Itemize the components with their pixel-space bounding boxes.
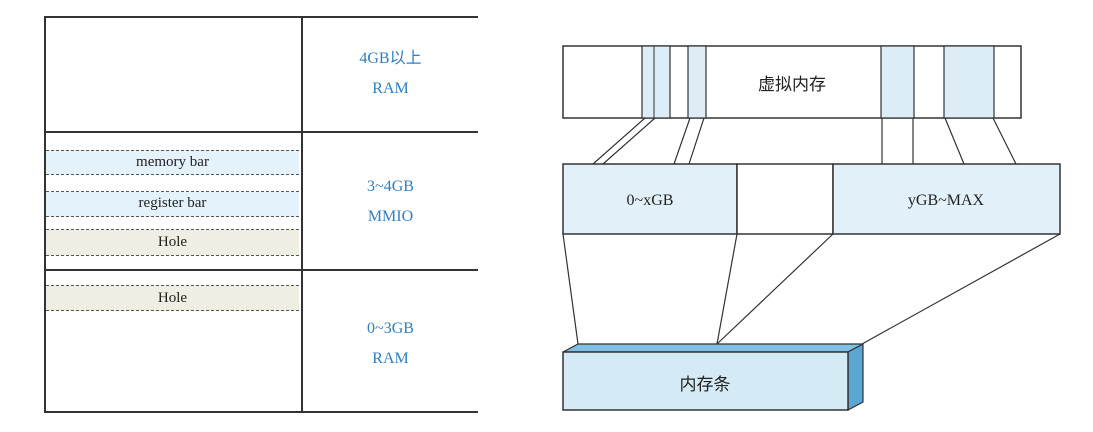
region-type: RAM	[372, 350, 409, 367]
band-spacer	[46, 175, 299, 192]
region-label-high-ram: 4GB以上 RAM	[303, 44, 478, 104]
dram-front-face	[562, 351, 849, 411]
dram-side-face	[847, 343, 864, 411]
region-type: MMIO	[367, 208, 414, 225]
table-top-border	[44, 16, 478, 18]
table-divider-2	[44, 269, 478, 271]
memory-bar-band: memory bar	[46, 150, 299, 175]
high-range-segment	[832, 163, 1061, 235]
region-label-low-ram: 0~3GB RAM	[303, 314, 478, 374]
vm-mapped-segment	[943, 45, 995, 119]
register-bar-band: register bar	[46, 192, 299, 217]
physical-to-dram-lines	[562, 233, 1061, 345]
table-column-divider	[301, 16, 303, 413]
low-range-label: 0~xGB	[627, 192, 674, 209]
region-range: 3~4GB	[367, 178, 414, 195]
vm-mapped-segment	[641, 45, 671, 119]
table-left-border	[44, 16, 46, 413]
virtual-memory-label: 虚拟内存	[758, 75, 826, 94]
gap-segment	[736, 163, 834, 235]
virtual-memory-bar: 虚拟内存	[562, 45, 1022, 119]
dram-top-face	[562, 343, 864, 353]
region-range: 0~3GB	[367, 320, 414, 337]
table-bottom-border	[44, 411, 478, 413]
vm-mapped-segment	[880, 45, 915, 119]
dram-stick: 内存条	[562, 343, 864, 411]
low-hole-band: Hole	[46, 285, 299, 311]
low-range-segment	[562, 163, 738, 235]
mmio-hole-band: Hole	[46, 229, 299, 256]
region-label-mmio: 3~4GB MMIO	[303, 172, 478, 232]
region-range: 4GB以上	[359, 50, 422, 67]
table-divider-1	[44, 131, 478, 133]
high-range-label: yGB~MAX	[908, 192, 985, 209]
physical-range-bar: 0~xGB yGB~MAX	[562, 163, 1061, 235]
region-type: RAM	[372, 80, 409, 97]
dram-label: 内存条	[680, 375, 731, 394]
vm-mapped-segment	[687, 45, 707, 119]
virtual-to-physical-lines	[592, 117, 1017, 165]
